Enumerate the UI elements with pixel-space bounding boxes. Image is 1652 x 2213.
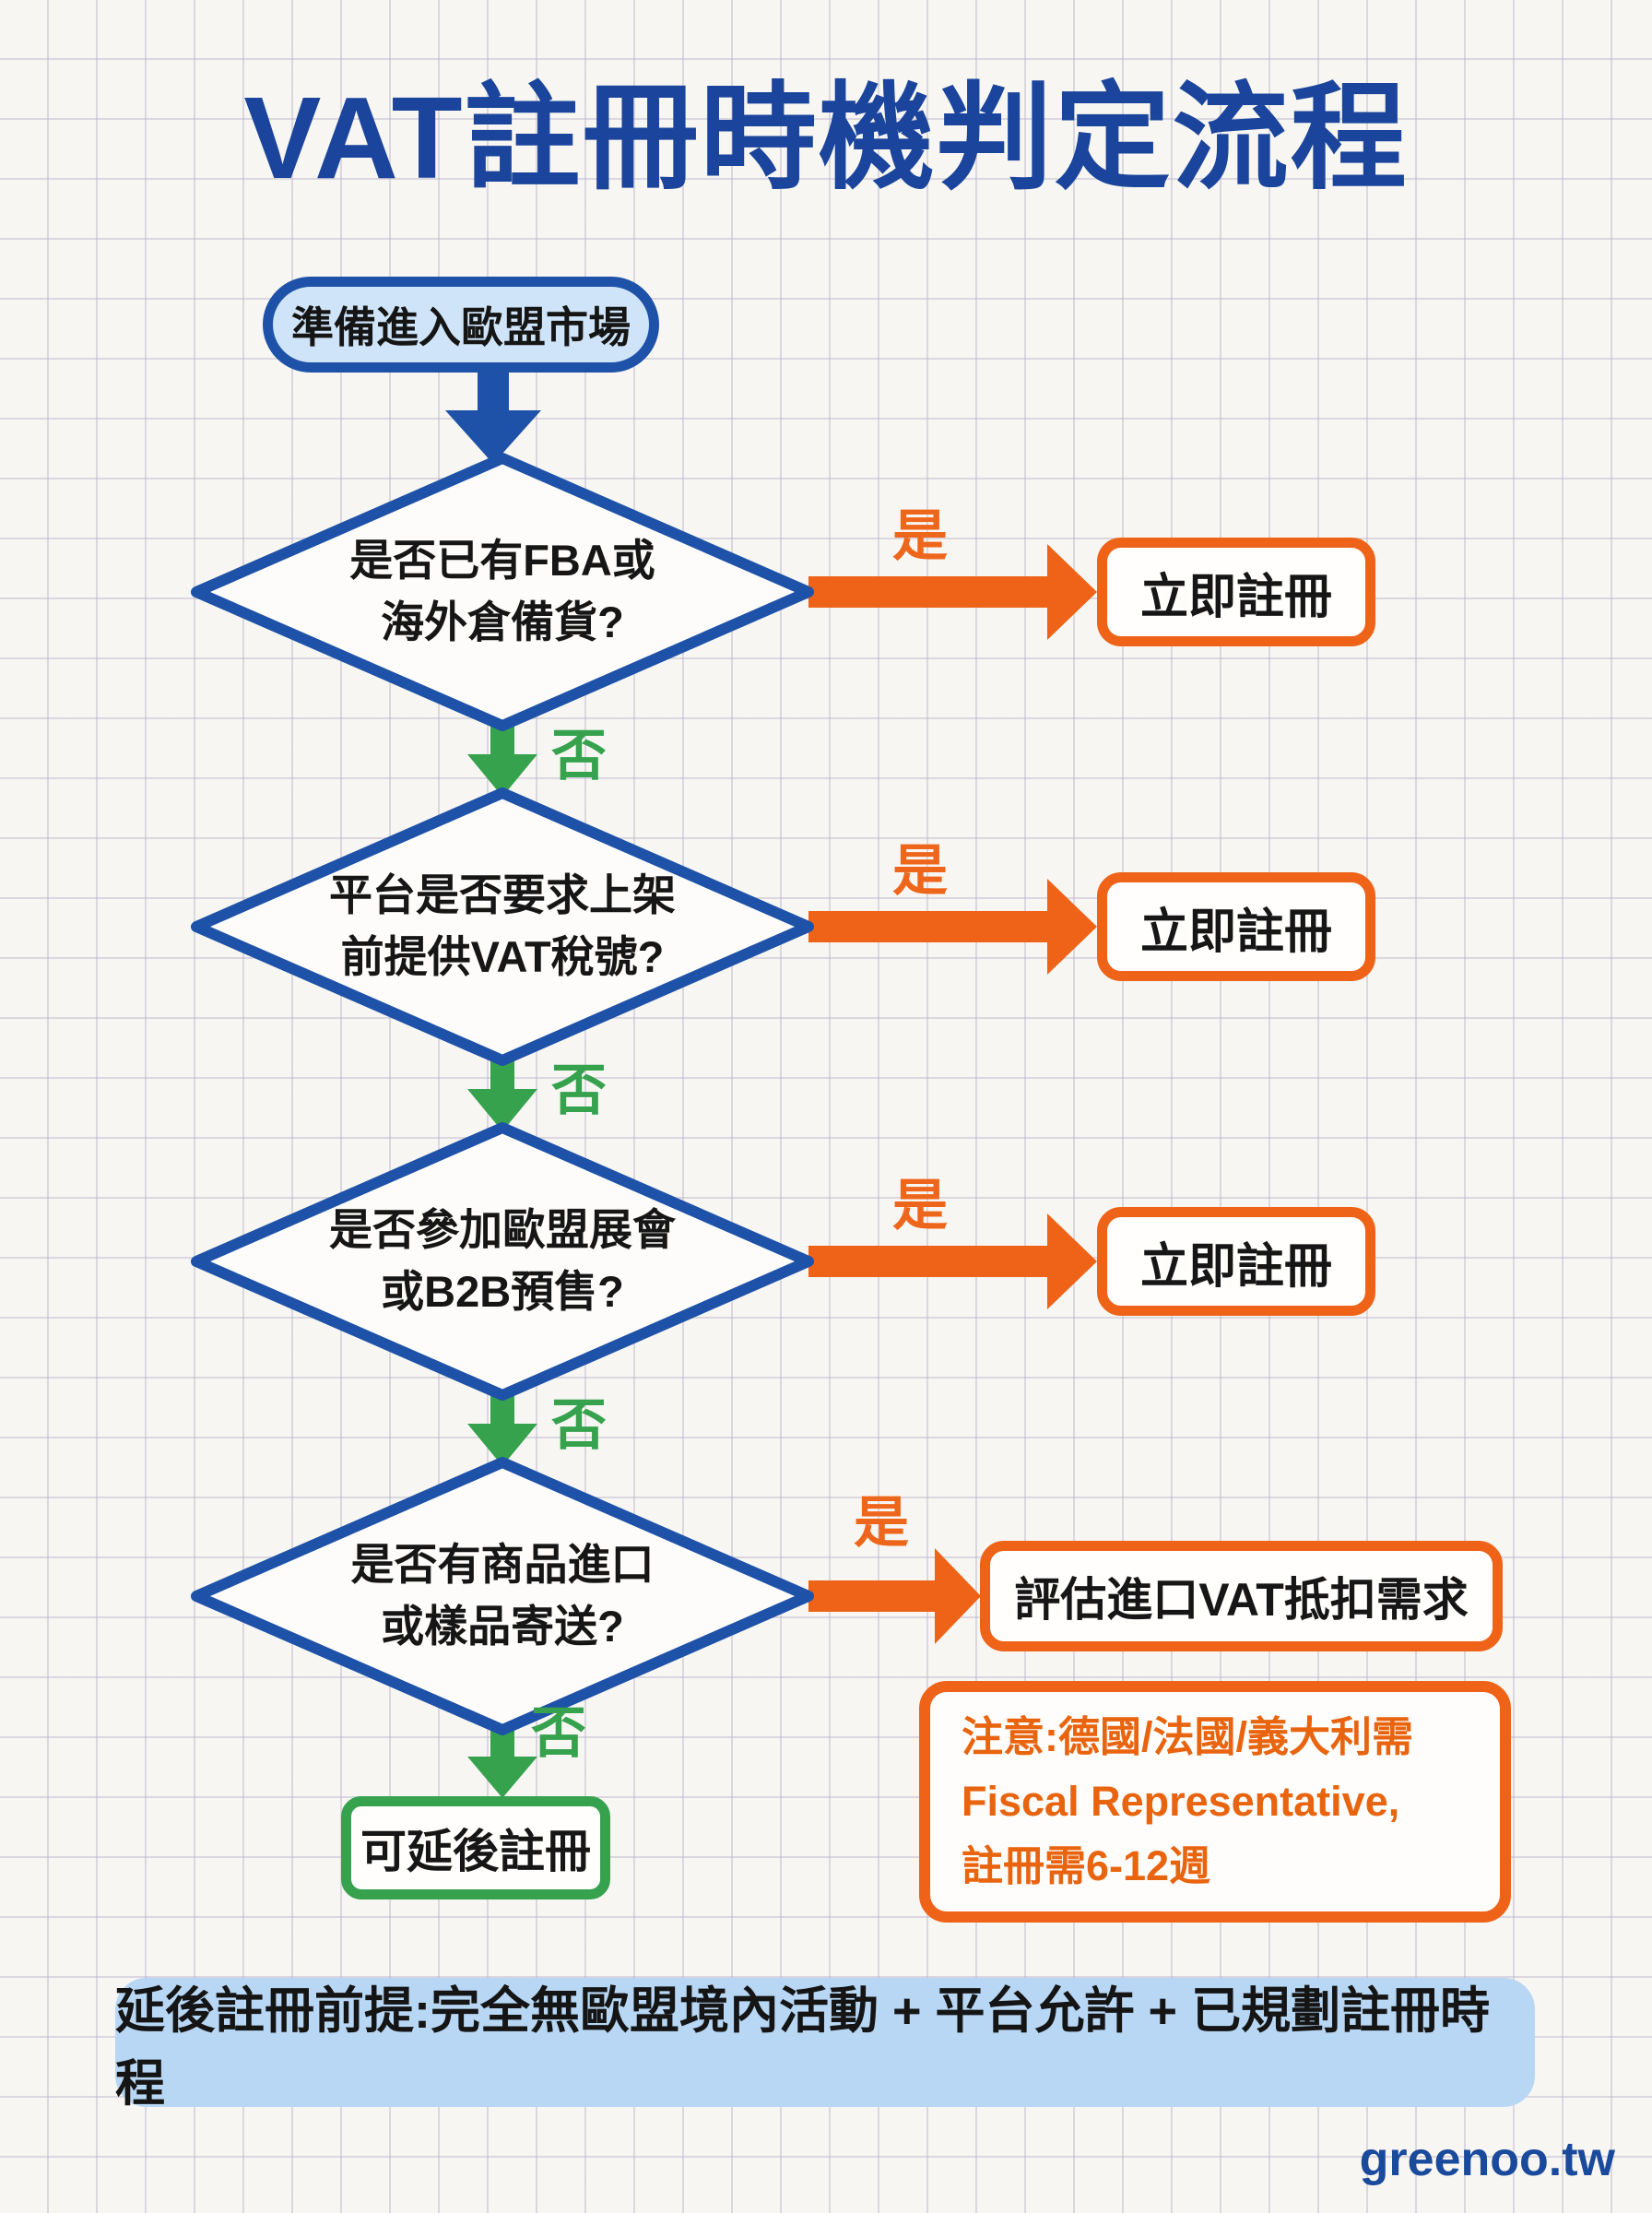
yes-label-2: 是 <box>892 840 948 902</box>
decision-diamond-1 <box>191 453 814 731</box>
yes-label-1: 是 <box>892 505 948 567</box>
start-node: 準備進入歐盟市場 <box>263 277 659 373</box>
result-box-4-label: 評估進口VAT抵扣需求 <box>1014 1574 1469 1626</box>
decision-4-line-2: 或樣品寄送? <box>381 1602 624 1651</box>
note-line-2: Fiscal Representative, <box>962 1778 1400 1826</box>
note-line-3: 註冊需6-12週 <box>962 1841 1211 1889</box>
no-label-1: 否 <box>551 725 607 787</box>
no-label-3: 否 <box>551 1394 607 1456</box>
decision-1-question: 是否已有FBA或 海外倉備貨? <box>244 486 761 698</box>
decision-4-question: 是否有商品進口 或樣品寄送? <box>244 1490 761 1702</box>
decision-diamond-2 <box>191 787 814 1066</box>
arrow-right-yes-3-icon <box>808 1213 1097 1309</box>
final-box-defer-registration: 可延後註冊 <box>341 1796 610 1899</box>
arrow-down-no-4-icon <box>467 1728 537 1798</box>
start-node-label: 準備進入歐盟市場 <box>291 303 631 351</box>
decision-4-line-1: 是否有商品進口 <box>350 1540 655 1590</box>
result-box-1-label: 立即註冊 <box>1139 570 1332 624</box>
arrow-down-no-1-icon <box>467 724 537 797</box>
arrow-down-start-icon <box>445 365 541 464</box>
yes-label-3: 是 <box>892 1175 948 1237</box>
decision-3-line-2: 或B2B預售? <box>381 1267 624 1316</box>
decision-2-line-1: 平台是否要求上架 <box>329 870 676 920</box>
page-title: VAT註冊時機判定流程 <box>243 73 1409 203</box>
note-line-1: 注意:德國/法國/義大利需 <box>962 1713 1413 1761</box>
yes-label-4: 是 <box>854 1492 909 1554</box>
arrow-right-yes-4-icon <box>808 1548 981 1644</box>
note-box: 注意:德國/法國/義大利需 Fiscal Representative, 註冊需… <box>919 1681 1511 1923</box>
arrow-down-no-2-icon <box>467 1059 537 1131</box>
defer-conditions-bar: 延後註冊前提:完全無歐盟境內活動 + 平台允許 + 已規劃註冊時程 <box>115 1978 1535 2112</box>
result-box-2-label: 立即註冊 <box>1139 905 1332 959</box>
final-box-label: 可延後註冊 <box>360 1826 591 1877</box>
result-box-3-label: 立即註冊 <box>1139 1239 1332 1294</box>
decision-diamond-4 <box>191 1457 814 1735</box>
result-box-register-now-3: 立即註冊 <box>1097 1207 1375 1316</box>
no-label-2: 否 <box>551 1059 607 1121</box>
arrow-down-no-3-icon <box>467 1393 537 1466</box>
arrow-right-yes-1-icon <box>808 544 1097 640</box>
decision-diamond-3 <box>191 1122 814 1401</box>
brand-watermark: greenoo.tw <box>1359 2133 1615 2186</box>
no-label-4: 否 <box>531 1702 586 1764</box>
result-box-register-now-1: 立即註冊 <box>1097 538 1375 646</box>
decision-2-question: 平台是否要求上架 前提供VAT稅號? <box>244 821 761 1033</box>
result-box-register-now-2: 立即註冊 <box>1097 872 1375 981</box>
result-box-evaluate-import-vat: 評估進口VAT抵扣需求 <box>980 1541 1503 1651</box>
decision-3-line-1: 是否參加歐盟展會 <box>329 1205 676 1255</box>
decision-1-line-2: 海外倉備貨? <box>381 598 624 646</box>
decision-1-line-1: 是否已有FBA或 <box>349 536 655 586</box>
decision-3-question: 是否參加歐盟展會 或B2B預售? <box>244 1155 761 1367</box>
arrow-right-yes-2-icon <box>808 879 1097 975</box>
decision-2-line-2: 前提供VAT稅號? <box>340 932 665 981</box>
defer-conditions-text: 延後註冊前提:完全無歐盟境內活動 + 平台允許 + 已規劃註冊時程 <box>115 1983 1491 2112</box>
